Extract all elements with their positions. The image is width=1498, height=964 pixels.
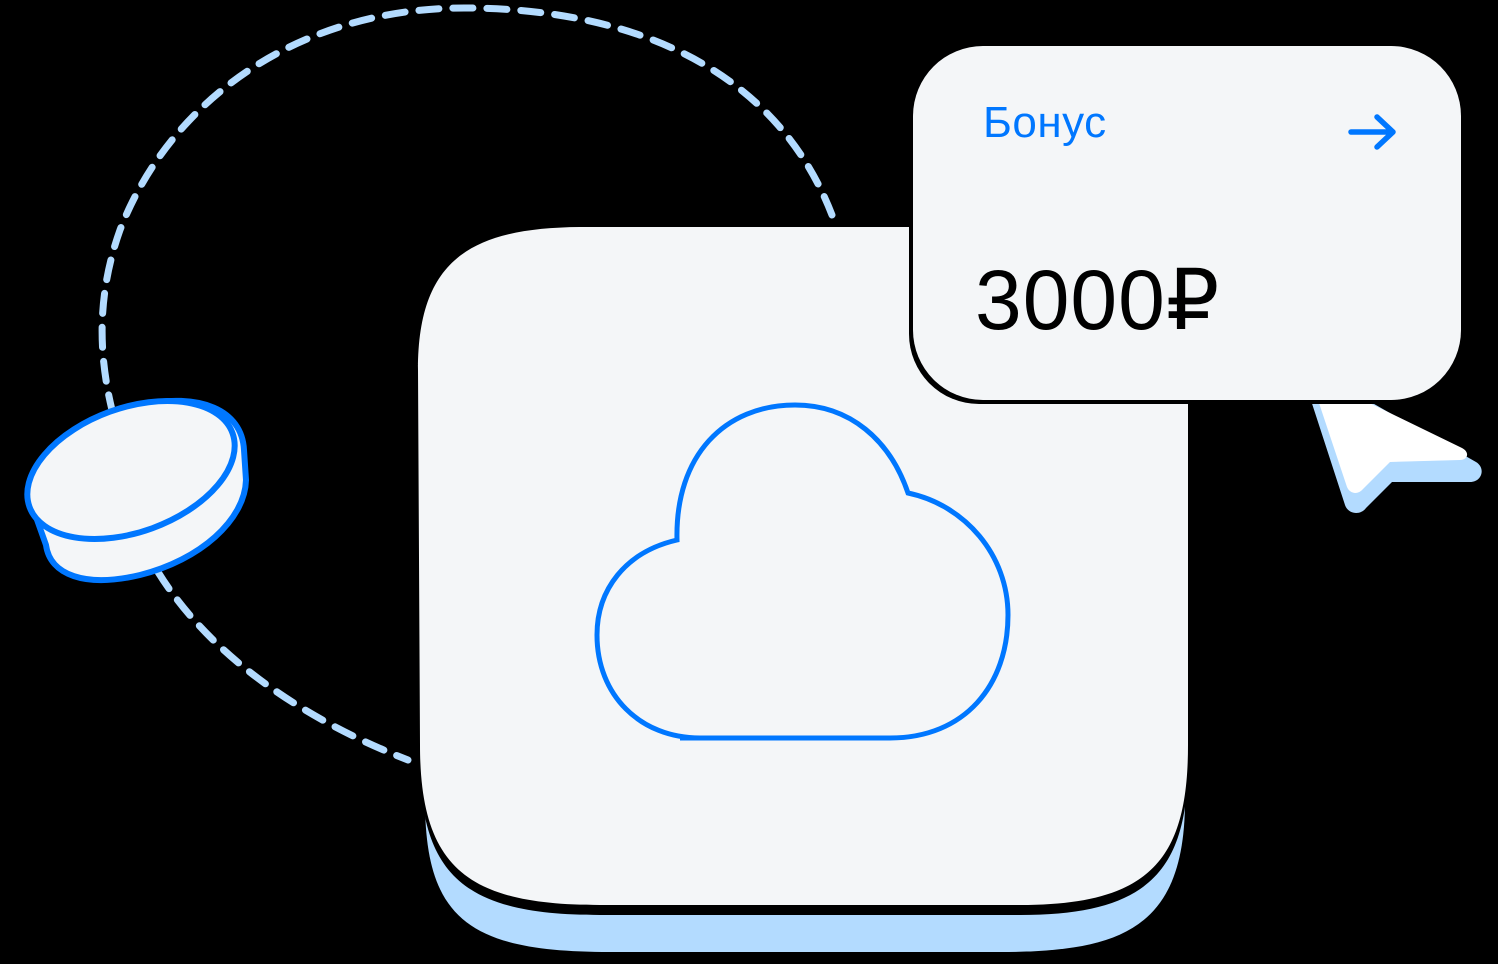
dashed-orbit-path-lower xyxy=(154,568,412,764)
bonus-label: Бонус xyxy=(983,98,1107,147)
arrow-right-icon[interactable] xyxy=(1347,112,1399,152)
bonus-card[interactable]: Бонус 3000₽ xyxy=(913,46,1461,400)
coin-icon xyxy=(24,397,250,584)
cloud-icon xyxy=(594,402,1011,741)
bonus-amount: 3000₽ xyxy=(975,253,1221,347)
dashed-orbit-path xyxy=(98,4,836,414)
cursor-arrow-icon xyxy=(1304,369,1482,514)
